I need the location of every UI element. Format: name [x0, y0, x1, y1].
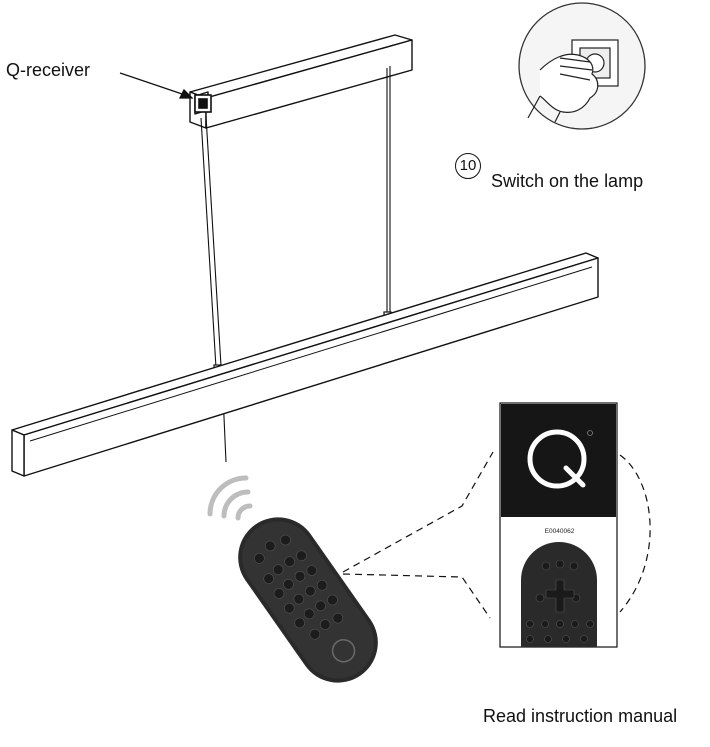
manual-caption: Read instruction manual — [483, 706, 678, 726]
switch-illustration — [518, 2, 646, 130]
wireless-signal-icon — [207, 475, 253, 521]
q-logo-icon — [527, 429, 587, 489]
pendant-bar — [11, 252, 599, 477]
q-receiver-label: Q-receiver — [6, 60, 91, 80]
manual-code: E0040062 — [544, 528, 575, 535]
instruction-manual — [499, 402, 618, 648]
receiver-box-icon — [194, 94, 212, 113]
ceiling-canopy — [189, 34, 413, 129]
step-number-badge: 10 — [455, 153, 481, 179]
step-instruction: Switch on the lamp — [491, 171, 644, 191]
callout-lines — [342, 451, 651, 619]
q-receiver-arrow — [119, 72, 194, 99]
remote-control-icon — [238, 517, 378, 683]
hand-pressing-switch-icon — [527, 39, 619, 123]
suspension-wires — [200, 66, 391, 463]
